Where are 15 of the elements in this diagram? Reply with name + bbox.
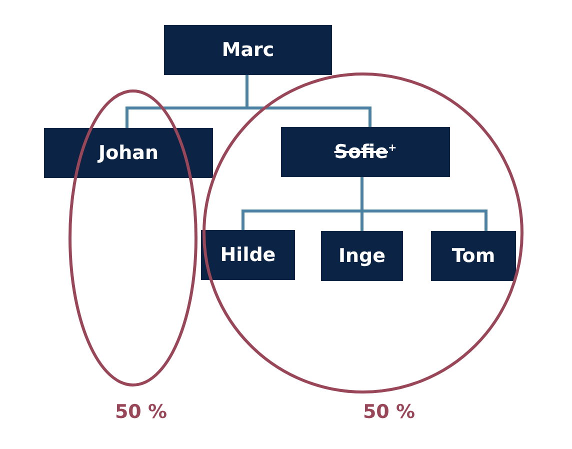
person-name: Hilde	[220, 244, 276, 266]
person-box	[44, 128, 213, 178]
person-box	[321, 231, 403, 281]
person-box	[201, 230, 295, 280]
share-percentage: 50 %	[362, 402, 416, 423]
share-percentage: 50 %	[114, 402, 168, 423]
person-name: Marc	[222, 40, 274, 60]
person-name: Inge	[338, 246, 386, 266]
person-box	[431, 231, 516, 281]
person-name: Johan	[98, 142, 158, 164]
person-name: Sofie$^{+}$	[334, 142, 397, 162]
person-name: Tom	[452, 246, 496, 266]
connector-line	[360, 177, 488, 231]
person-box	[281, 127, 450, 177]
person-box	[164, 25, 332, 75]
